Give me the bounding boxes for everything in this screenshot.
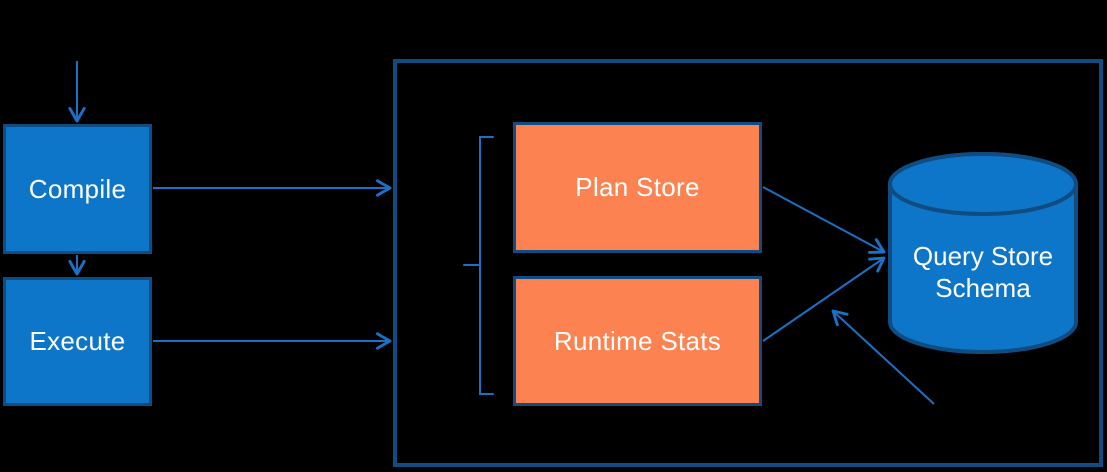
query-store-container-box [393,59,1103,467]
compile-node: Compile [3,124,152,254]
runtime-stats-node: Runtime Stats [513,276,762,406]
runtime-stats-label: Runtime Stats [553,325,722,356]
execute-node: Execute [3,277,152,406]
plan-store-label: Plan Store [575,172,700,202]
execute-label: Execute [29,326,126,356]
compile-label: Compile [28,173,127,204]
plan-store-node: Plan Store [513,122,762,253]
